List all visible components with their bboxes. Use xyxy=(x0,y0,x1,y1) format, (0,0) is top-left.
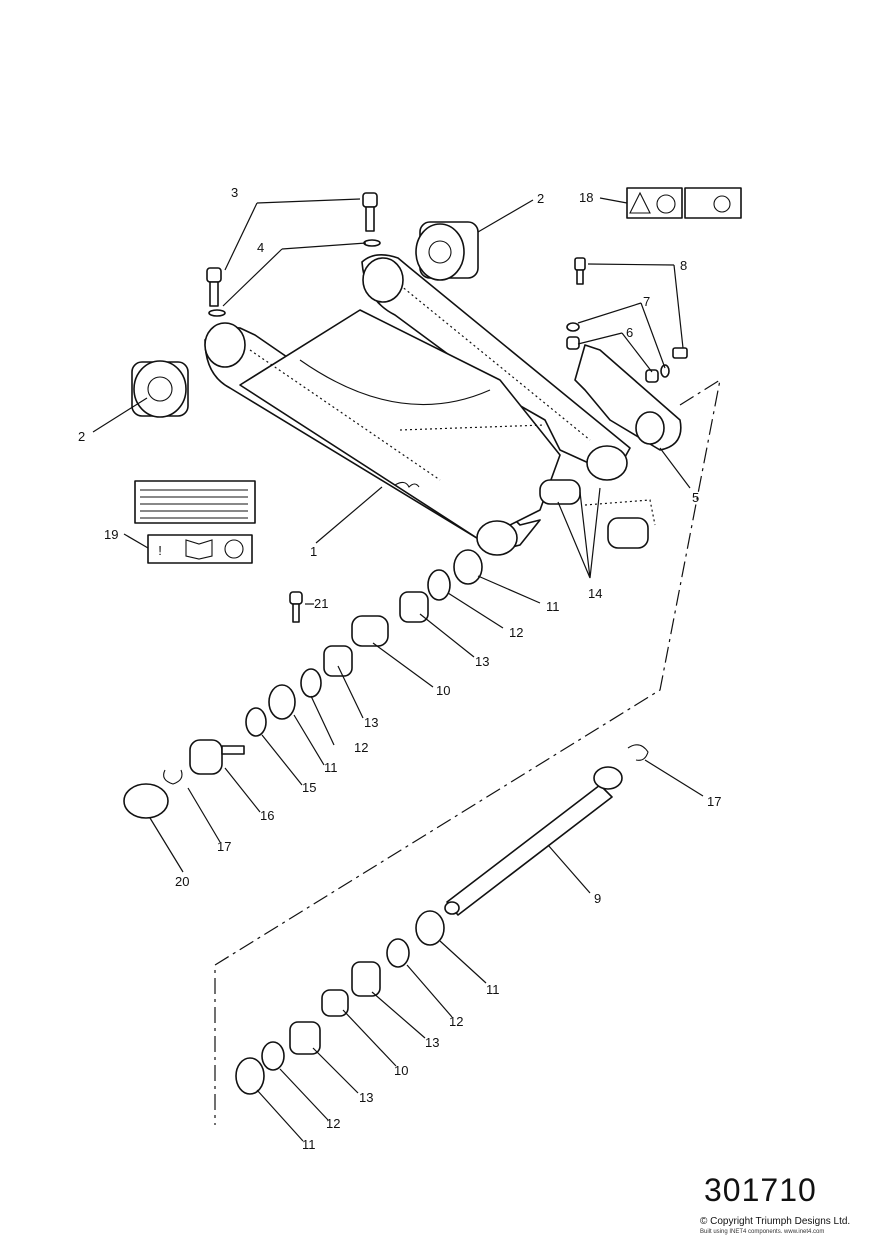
chain-sprocket-icon xyxy=(713,195,731,213)
callout-11: 11 xyxy=(324,760,338,775)
washer-7[interactable] xyxy=(566,322,580,332)
callout-10: 10 xyxy=(394,1063,408,1078)
callout-17: 17 xyxy=(707,794,721,809)
callout-3: 3 xyxy=(231,185,238,200)
pivot-bush-left[interactable] xyxy=(131,360,189,418)
washer-lower[interactable] xyxy=(208,309,226,317)
spacer-6-lower[interactable] xyxy=(645,369,659,383)
assembly-boundary-line xyxy=(214,378,721,1125)
callout-11: 11 xyxy=(302,1137,316,1152)
callout-16: 16 xyxy=(260,808,274,823)
callout-11: 11 xyxy=(486,982,500,997)
bolt-upper[interactable] xyxy=(362,192,378,232)
callout-5: 5 xyxy=(692,490,699,505)
bolt-lower[interactable] xyxy=(206,267,222,307)
callout-2: 2 xyxy=(78,429,85,444)
warning-label-18 xyxy=(626,187,742,219)
leader-lines xyxy=(92,197,704,1142)
callout-20: 20 xyxy=(175,874,189,889)
chain-slider[interactable] xyxy=(574,344,682,451)
bearing-stack-lower[interactable] xyxy=(235,910,445,1095)
callout-14: 14 xyxy=(588,586,602,601)
spacer-6[interactable] xyxy=(566,336,580,350)
washer-upper[interactable] xyxy=(363,239,381,247)
bearing-icon xyxy=(656,194,676,214)
callout-9: 9 xyxy=(594,891,601,906)
bearing-stack-upper[interactable] xyxy=(123,549,483,819)
callout-12: 12 xyxy=(354,740,368,755)
callout-13: 13 xyxy=(359,1090,373,1105)
callout-18: 18 xyxy=(579,190,593,205)
callout-12: 12 xyxy=(509,625,523,640)
callout-4: 4 xyxy=(257,240,264,255)
callout-13: 13 xyxy=(475,654,489,669)
callout-17: 17 xyxy=(217,839,231,854)
callout-8: 8 xyxy=(680,258,687,273)
callout-labels: 1 2 2 3 4 5 6 7 8 9 10 10 11 11 11 11 12… xyxy=(78,185,721,1152)
pivot-bush-right[interactable] xyxy=(415,221,479,281)
circlip-17-right[interactable] xyxy=(627,744,649,761)
bearing-icon xyxy=(224,539,244,559)
callout-10: 10 xyxy=(436,683,450,698)
warning-book-icon xyxy=(629,191,651,214)
diagram-reference-number: 301710 xyxy=(704,1172,817,1208)
warning-label-19: ! xyxy=(134,480,256,564)
callout-12: 12 xyxy=(449,1014,463,1029)
washer-7-lower[interactable] xyxy=(660,364,670,378)
callout-2: 2 xyxy=(537,191,544,206)
warning-symbol: ! xyxy=(158,543,162,558)
callout-13: 13 xyxy=(364,715,378,730)
callout-19: 19 xyxy=(104,527,118,542)
callout-6: 6 xyxy=(626,325,633,340)
pivot-spindle[interactable] xyxy=(444,766,623,916)
built-note: Built using INET4 components. www.inet4.… xyxy=(700,1229,825,1235)
book-icon xyxy=(185,539,213,560)
swinging-arm[interactable] xyxy=(204,254,631,556)
callout-13: 13 xyxy=(425,1035,439,1050)
callout-7: 7 xyxy=(643,294,650,309)
callout-12: 12 xyxy=(326,1116,340,1131)
callout-21: 21 xyxy=(314,596,328,611)
callout-11: 11 xyxy=(546,599,560,614)
callout-15: 15 xyxy=(302,780,316,795)
callout-1: 1 xyxy=(310,544,317,559)
grease-nipple-21[interactable] xyxy=(289,591,303,623)
copyright-notice: © Copyright Triumph Designs Ltd. xyxy=(700,1216,851,1227)
screw-8[interactable] xyxy=(574,257,688,359)
